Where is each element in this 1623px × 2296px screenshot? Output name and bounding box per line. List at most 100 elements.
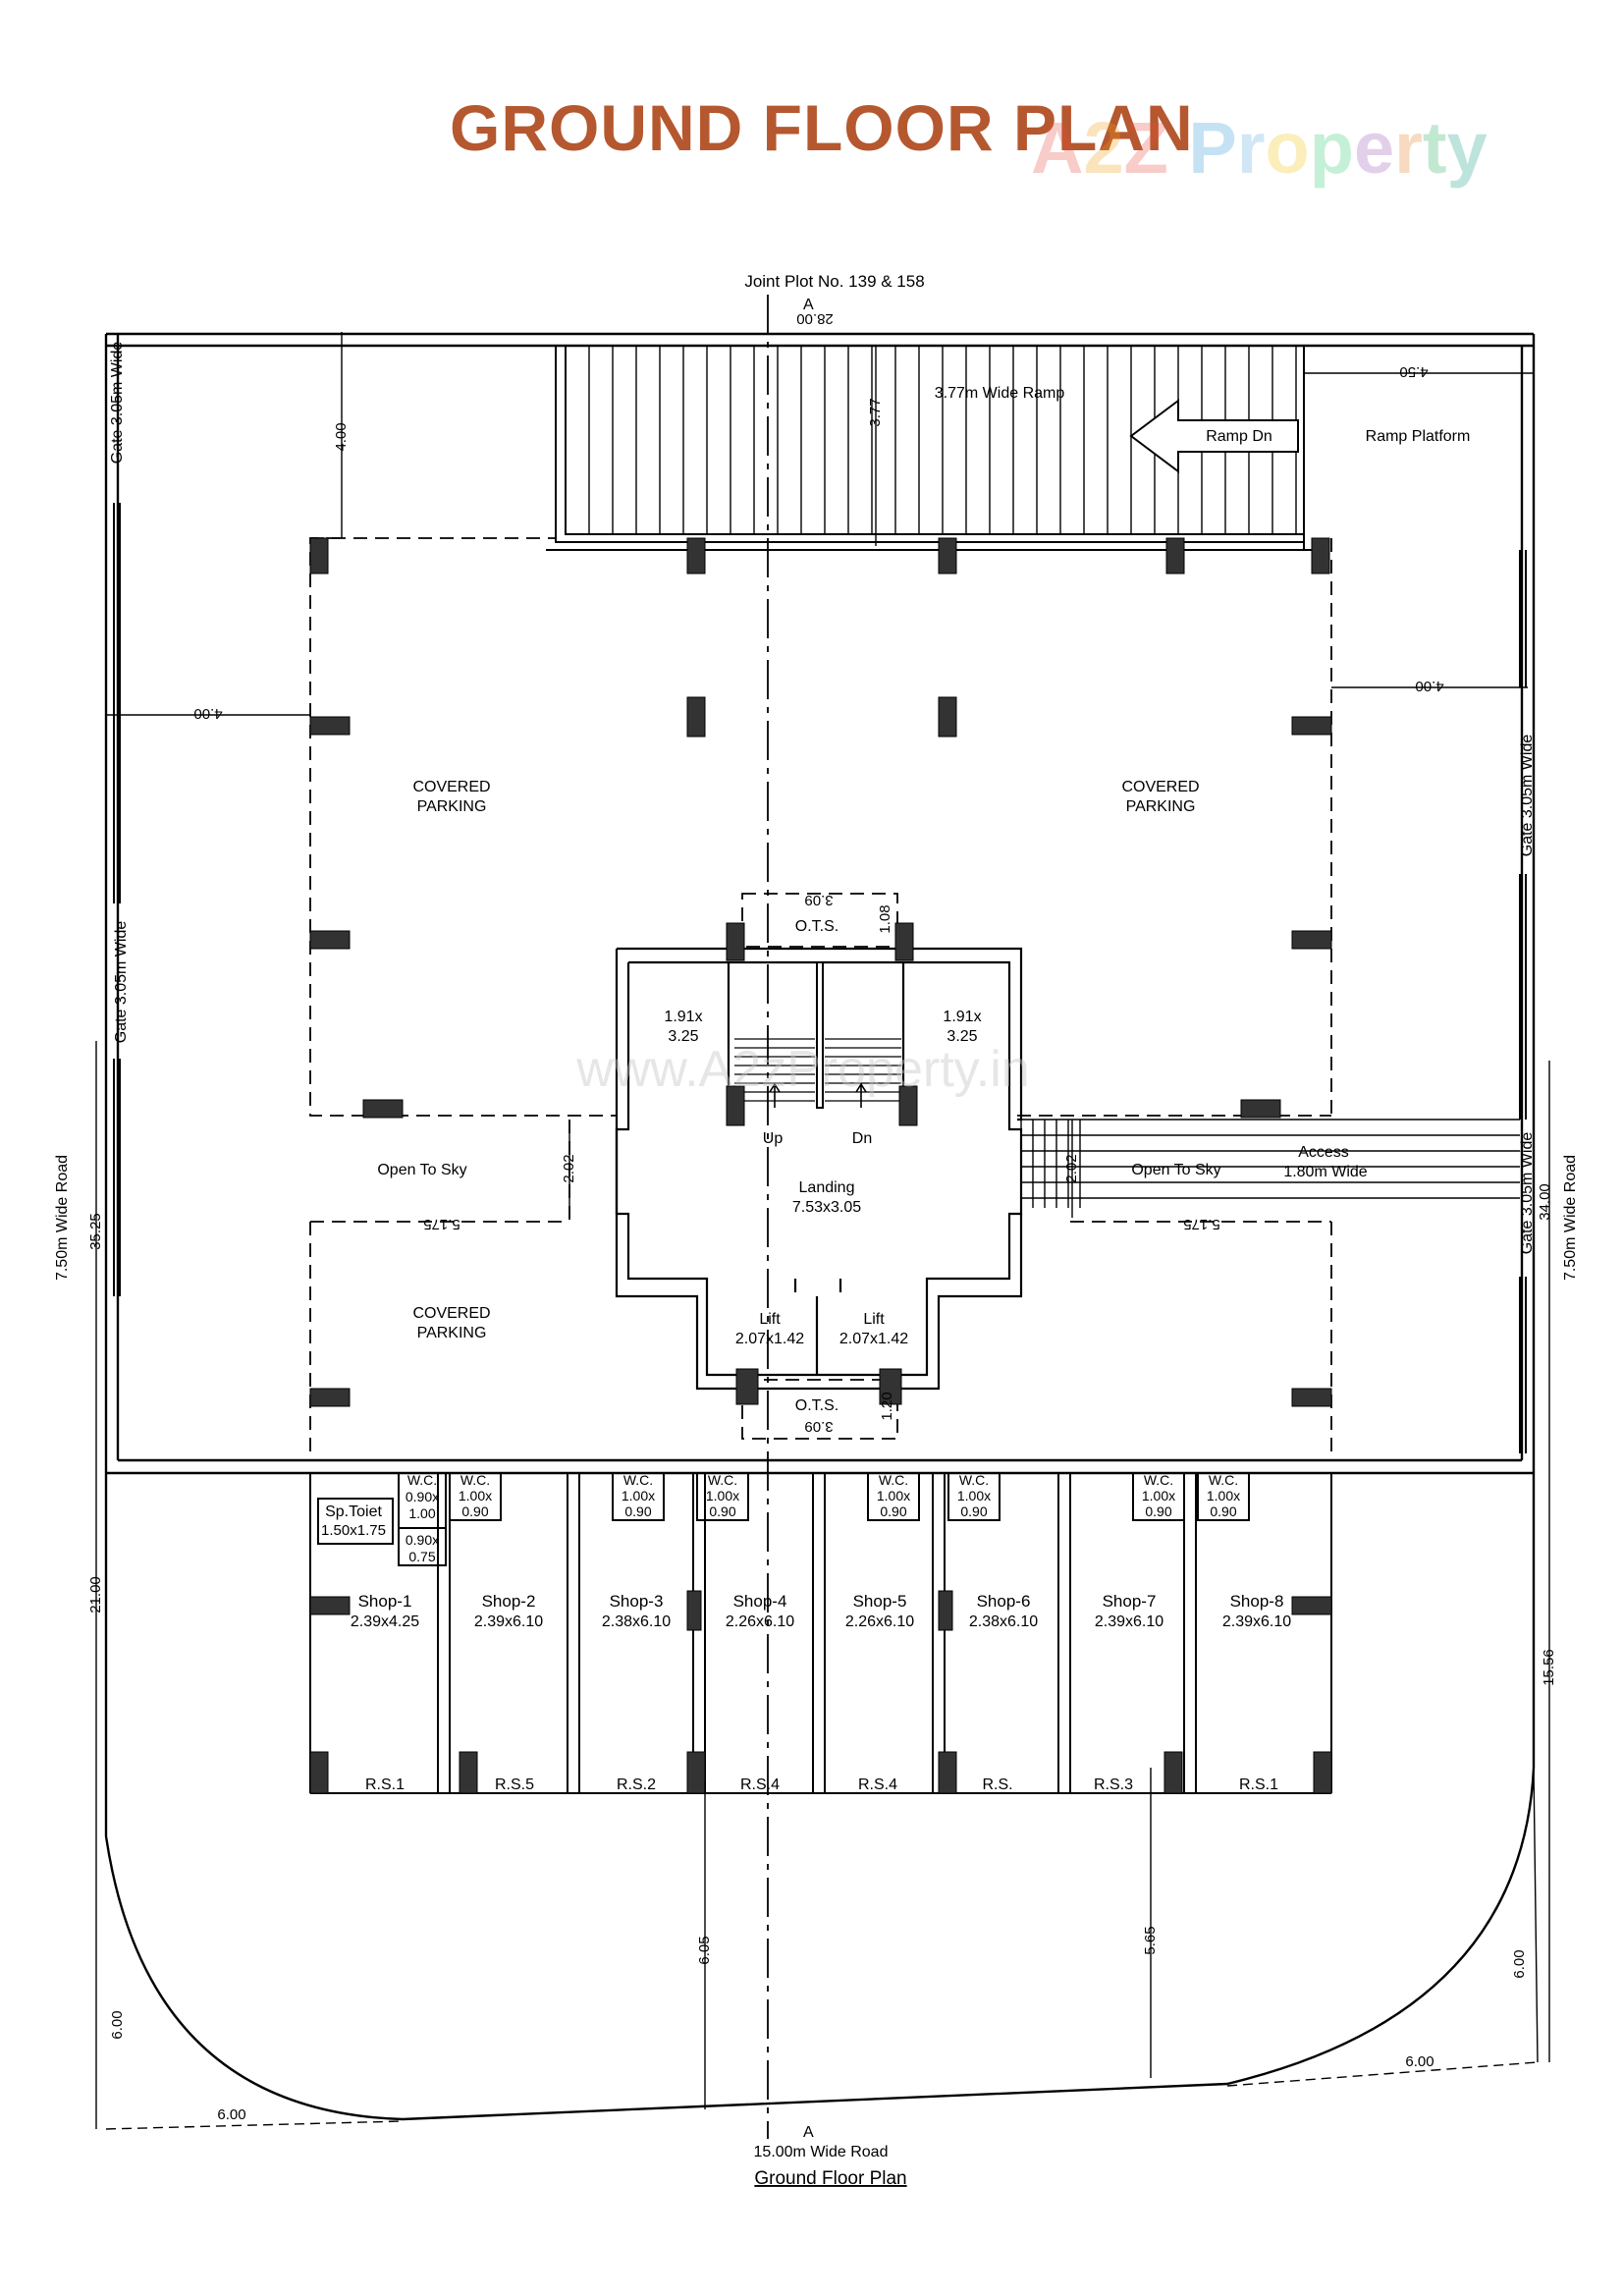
stair-up-arrow-icon [769, 1082, 781, 1108]
structural-column [1291, 930, 1332, 950]
structural-column [938, 696, 957, 738]
wc-label: W.C. [623, 1472, 653, 1488]
open-sky-right: Open To Sky [1131, 1162, 1220, 1178]
shop-rolling-shutter: R.S. [982, 1777, 1012, 1793]
shop-size: 2.26x6.10 [845, 1613, 914, 1630]
wc-dims: 0.90 [624, 1503, 651, 1519]
dim-right-total: 34.00 [1537, 1183, 1553, 1221]
dim-top-width: 28.00 [796, 310, 834, 327]
wc-room [612, 1472, 665, 1521]
dim-ots-top-h: 1.08 [877, 904, 893, 933]
center-watermark: www.A2zProperty.in [575, 1041, 1029, 1098]
wc-dims: 0.90 [709, 1503, 735, 1519]
wc-room [867, 1472, 920, 1521]
landing-label-1: Landing [799, 1179, 855, 1196]
parking-top-left-2: PARKING [417, 798, 487, 815]
wc-label: W.C. [708, 1472, 737, 1488]
road-bottom: 15.00m Wide Road [754, 2144, 889, 2160]
wc-dims: 1.00x [622, 1488, 655, 1503]
front-curve-left [104, 1835, 404, 2121]
dim-ots-top-w: 3.09 [804, 892, 833, 908]
watermark-letter: A [1031, 107, 1084, 189]
structural-column [309, 1751, 329, 1794]
shop-rolling-shutter: R.S.5 [495, 1777, 534, 1793]
watermark-letter: o [1265, 107, 1310, 189]
shop-size: 2.39x6.10 [474, 1613, 543, 1630]
shop-name: Shop-8 [1230, 1592, 1284, 1611]
shop-name: Shop-6 [977, 1592, 1031, 1611]
lift-left-1: Lift [759, 1311, 781, 1328]
dim-corner-left-h: 6.00 [217, 2106, 245, 2123]
shop-name: Shop-5 [853, 1592, 907, 1611]
dim-ots-bottom-h: 1.20 [879, 1392, 895, 1420]
wc-dims: 1.00x [1142, 1488, 1175, 1503]
wc-room [947, 1472, 1001, 1521]
room-left-1: 1.91x [664, 1009, 702, 1025]
structural-column [309, 716, 351, 736]
access-label-1: Access [1298, 1144, 1349, 1161]
wc-label: W.C. [879, 1472, 908, 1488]
wash-2: 0.75 [408, 1549, 435, 1564]
section-marker-top: A [803, 297, 814, 313]
shop-rolling-shutter: R.S.4 [740, 1777, 780, 1793]
watermark-letter: p [1309, 107, 1354, 189]
structural-column [309, 930, 351, 950]
watermark-letter: P [1188, 107, 1237, 189]
shop-size: 2.39x4.25 [351, 1613, 419, 1630]
wc-dims: 1.00x [706, 1488, 739, 1503]
watermark-letter: t [1422, 107, 1447, 189]
dim-left-lower: 21.00 [87, 1576, 104, 1613]
gate-right-bottom: Gate 3.05m Wide [1519, 1132, 1536, 1255]
ots-top-zone [741, 893, 898, 948]
plot-label: Joint Plot No. 139 & 158 [744, 272, 924, 291]
wc-label: W.C. [1209, 1472, 1238, 1488]
structural-column [1240, 1099, 1281, 1119]
dim-mid-left: 4.00 [193, 705, 222, 722]
structural-column [309, 1596, 351, 1615]
ramp-platform-label: Ramp Platform [1366, 428, 1471, 445]
structural-column [686, 537, 706, 574]
ramp-label: 3.77m Wide Ramp [935, 385, 1065, 402]
shop-rolling-shutter: R.S.2 [617, 1777, 656, 1793]
shop-rolling-shutter: R.S.1 [365, 1777, 405, 1793]
structural-column [735, 1368, 759, 1405]
room-right-2: 3.25 [947, 1028, 977, 1045]
structural-column [894, 922, 914, 961]
wc-dims: 1.00x [1207, 1488, 1240, 1503]
structural-column [726, 1085, 745, 1126]
shop-size: 2.38x6.10 [602, 1613, 671, 1630]
room-right-1: 1.91x [943, 1009, 981, 1025]
dim-open-right-w: 5.175 [1183, 1216, 1220, 1232]
ots-bottom: O.T.S. [795, 1397, 839, 1414]
wc-label: W.C. [460, 1472, 490, 1488]
shop-name: Shop-4 [733, 1592, 787, 1611]
structural-column [898, 1085, 918, 1126]
watermark-letter: r [1236, 107, 1266, 189]
wc-a-1: W.C. [407, 1472, 437, 1488]
dim-front-b: 5.65 [1142, 1926, 1159, 1954]
dim-corner-right-h: 6.00 [1405, 2053, 1434, 2070]
dim-front-a: 6.05 [696, 1936, 713, 1964]
parking-top-left-1: COVERED [412, 779, 490, 795]
parking-top-right-1: COVERED [1121, 779, 1199, 795]
dim-right-lower: 15.56 [1541, 1649, 1557, 1686]
structural-column [309, 1388, 351, 1407]
section-marker-bottom: A [803, 2124, 814, 2141]
wc-label: W.C. [959, 1472, 989, 1488]
sp-toilet-2: 1.50x1.75 [321, 1522, 386, 1539]
brand-watermark: A2Z Property [1031, 106, 1488, 190]
road-left: 7.50m Wide Road [54, 1155, 71, 1281]
dim-left-total: 35.25 [87, 1213, 104, 1250]
dim-corner-right-v: 6.00 [1511, 1949, 1528, 1978]
shop-rolling-shutter: R.S.3 [1094, 1777, 1133, 1793]
shop-name: Shop-3 [610, 1592, 664, 1611]
structural-column [1165, 537, 1185, 574]
wc-dims: 0.90 [461, 1503, 488, 1519]
ots-bottom-zone [741, 1379, 898, 1440]
wc-label: W.C. [1144, 1472, 1173, 1488]
wc-a-2: 0.90x [406, 1489, 439, 1504]
access-label-2: 1.80m Wide [1283, 1164, 1367, 1180]
wash-room [398, 1527, 447, 1566]
shop-size: 2.26x6.10 [726, 1613, 794, 1630]
structural-column [1291, 1596, 1332, 1615]
